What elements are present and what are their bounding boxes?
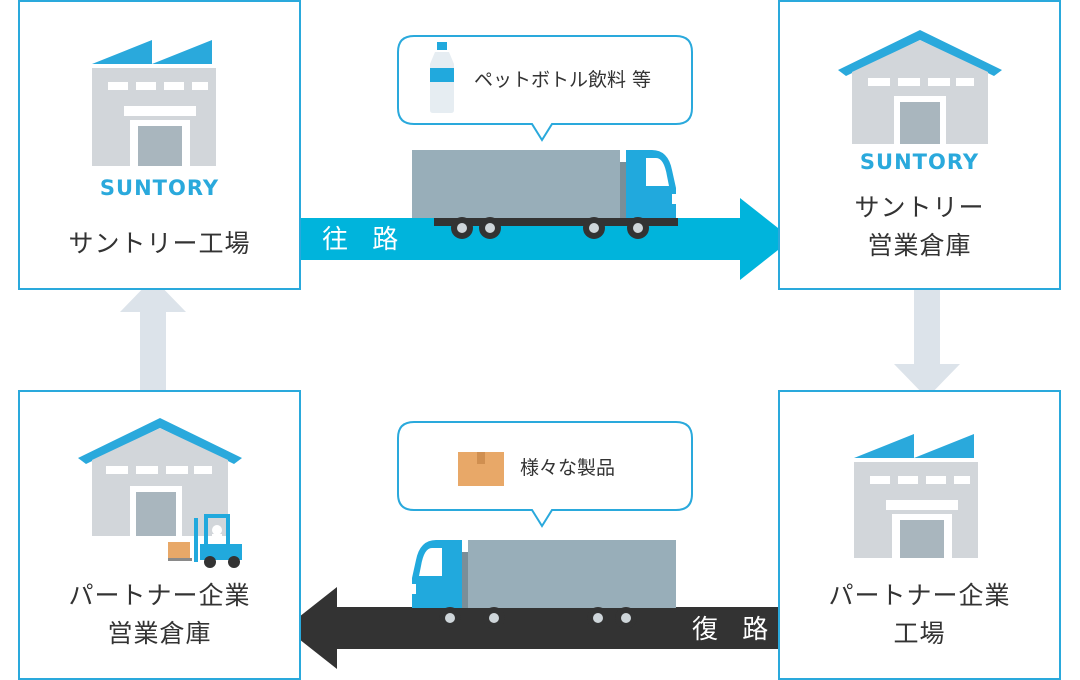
node-partner-warehouse: パートナー企業 営業倉庫 <box>18 390 301 680</box>
node-label: サントリー工場 <box>68 229 251 258</box>
return-cargo-bubble <box>397 421 693 528</box>
node-label-line1: パートナー企業 <box>828 581 1011 610</box>
bottle-icon <box>430 42 454 113</box>
truck-icon <box>412 150 678 239</box>
box-icon <box>458 452 504 486</box>
node-label-line2: 営業倉庫 <box>867 231 972 260</box>
connector-arrow-up <box>120 278 186 394</box>
node-suntory-factory: SUNTORY サントリー工場 <box>18 0 301 290</box>
warehouse-icon <box>78 418 242 536</box>
outbound-cargo-text: ペットボトル飲料 等 <box>474 69 652 91</box>
suntory-logo: SUNTORY <box>99 176 220 200</box>
connector-arrow-down <box>894 286 960 398</box>
factory-icon <box>92 40 216 166</box>
node-label-line2: 工場 <box>893 619 946 648</box>
factory-icon <box>854 434 978 558</box>
truck-icon <box>410 540 676 629</box>
outbound-cargo-bubble <box>397 35 693 142</box>
node-label-line1: パートナー企業 <box>68 581 251 610</box>
return-route-label: 復 路 <box>692 615 777 645</box>
node-label-line2: 営業倉庫 <box>107 619 212 648</box>
forklift-icon <box>168 514 242 568</box>
suntory-logo: SUNTORY <box>859 150 980 174</box>
return-cargo-text: 様々な製品 <box>520 457 616 479</box>
outbound-route-label: 往 路 <box>322 225 407 255</box>
node-partner-factory: パートナー企業 工場 <box>778 390 1061 680</box>
warehouse-icon <box>838 30 1002 144</box>
node-label-line1: サントリー <box>854 193 985 222</box>
node-suntory-warehouse: SUNTORY サントリー 営業倉庫 <box>778 0 1061 290</box>
